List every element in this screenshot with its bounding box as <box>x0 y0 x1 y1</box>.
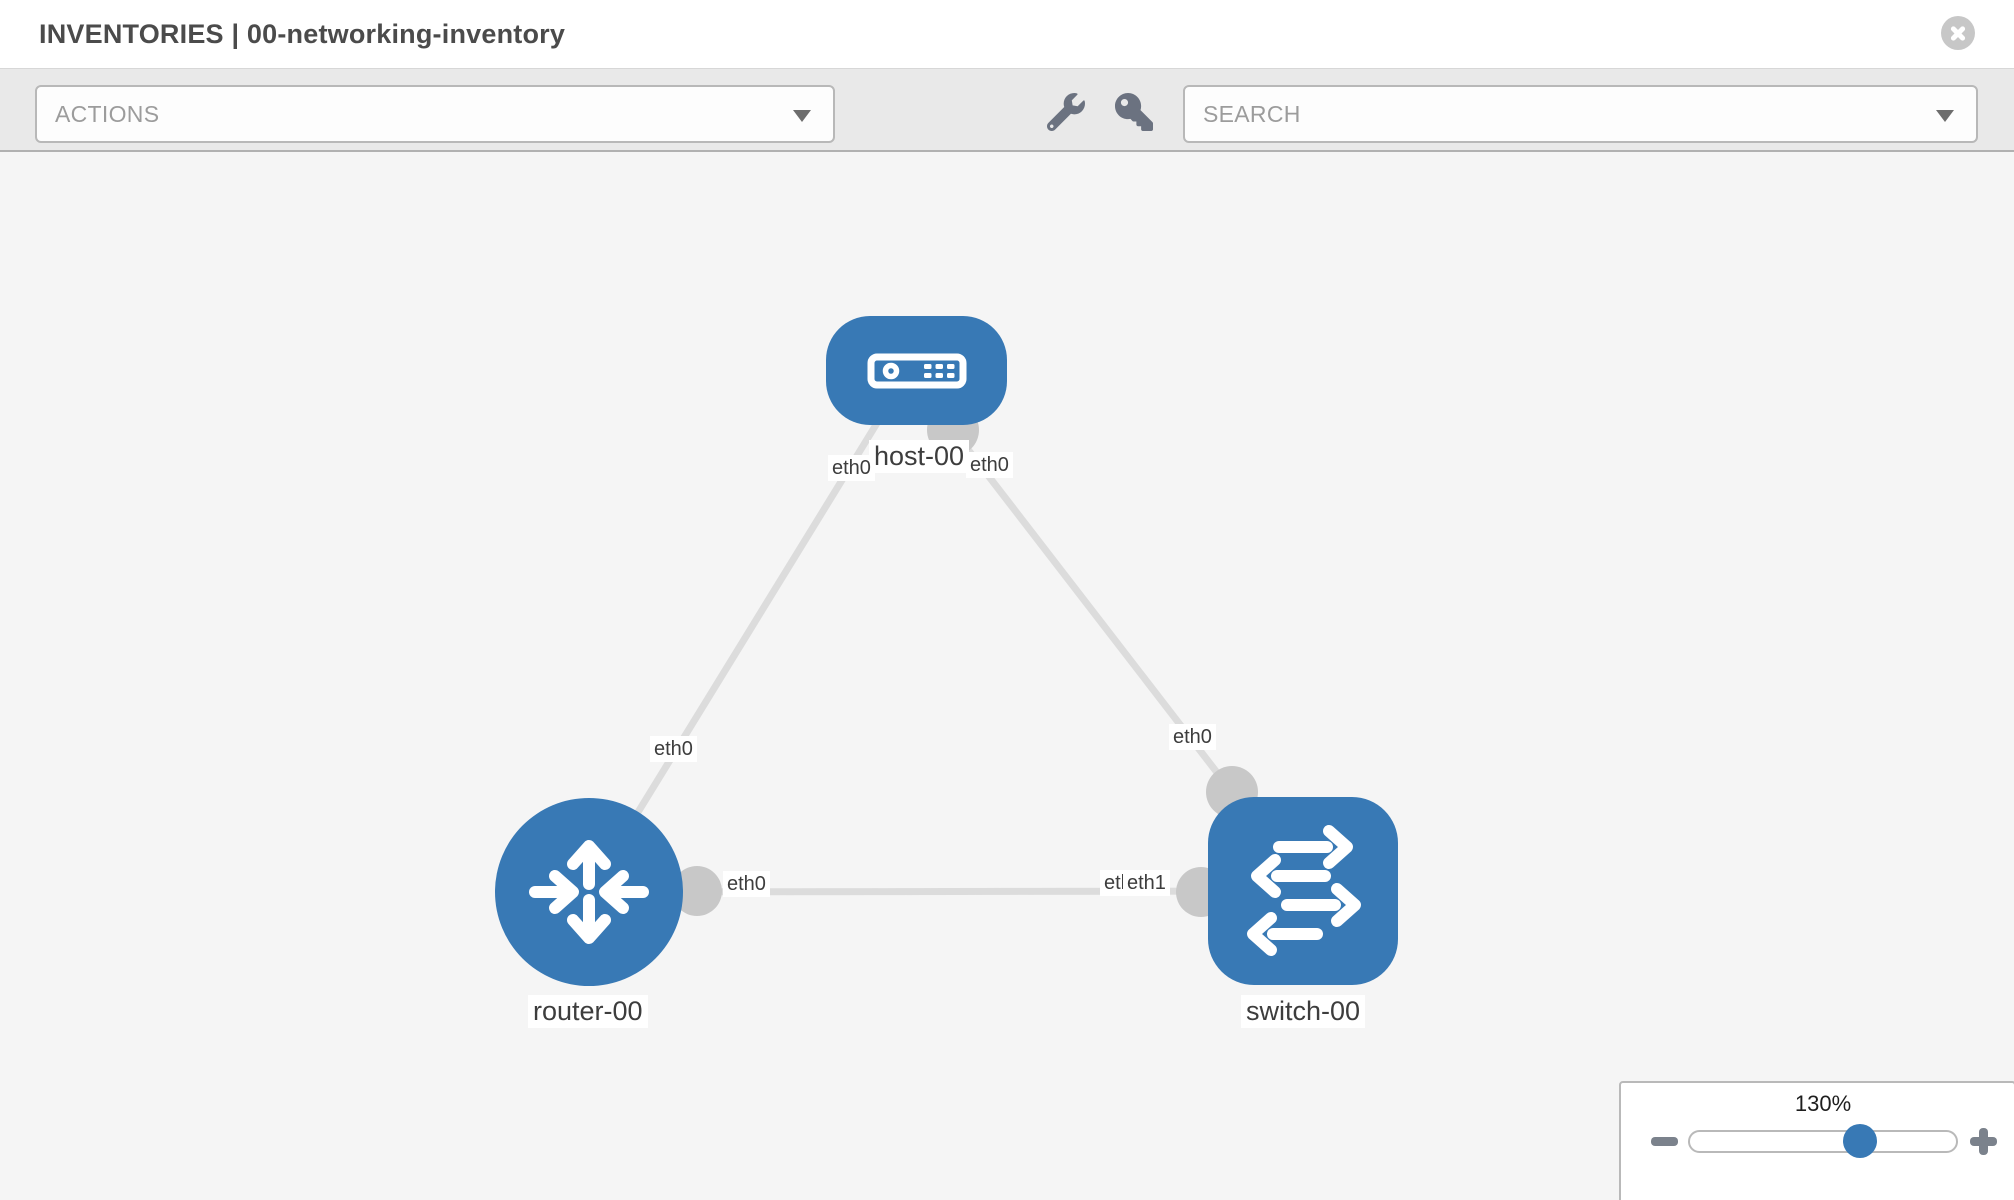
zoom-panel: 130% <box>1619 1081 2014 1200</box>
chevron-down-icon <box>1936 110 1954 122</box>
key-icon <box>1115 93 1153 131</box>
search-dropdown[interactable]: SEARCH <box>1183 85 1978 143</box>
zoom-slider[interactable] <box>1688 1124 1958 1158</box>
interface-label: eth0 <box>650 736 697 762</box>
interface-label: eth0 <box>1169 724 1216 750</box>
node-label-router: router-00 <box>528 995 648 1029</box>
topology-canvas[interactable]: host-00 router-00 switch-00 eth0 eth0 et… <box>0 152 2014 1200</box>
zoom-out-button[interactable] <box>1651 1137 1678 1146</box>
breadcrumb-section: INVENTORIES <box>39 19 224 49</box>
breadcrumb-separator: | <box>231 19 240 49</box>
node-host-00[interactable] <box>826 316 1007 425</box>
node-label-host: host-00 <box>869 440 970 474</box>
actions-dropdown[interactable]: ACTIONS <box>35 85 835 143</box>
interface-label: eth0 <box>723 871 770 897</box>
toolbar: ACTIONS SEARCH <box>0 68 2014 152</box>
node-router-00[interactable] <box>495 798 683 986</box>
host-icon <box>867 353 966 388</box>
interface-label: eth0 <box>828 455 875 481</box>
wrench-icon <box>1046 93 1085 132</box>
header: INVENTORIES | 00-networking-inventory <box>0 0 2014 68</box>
wrench-button[interactable] <box>1046 93 1085 132</box>
plus-icon <box>1979 1128 1988 1155</box>
close-button[interactable] <box>1941 16 1975 50</box>
search-dropdown-label: SEARCH <box>1203 101 1301 127</box>
interface-label: eth0 <box>966 452 1013 478</box>
link-host-router <box>586 400 893 894</box>
actions-dropdown-label: ACTIONS <box>55 101 160 127</box>
interface-label: eth1 <box>1123 870 1170 896</box>
zoom-in-button[interactable] <box>1970 1128 1997 1155</box>
breadcrumb: INVENTORIES | 00-networking-inventory <box>39 0 565 68</box>
breadcrumb-inventory-name: 00-networking-inventory <box>246 19 566 49</box>
zoom-value: 130% <box>1794 1091 1852 1116</box>
key-button[interactable] <box>1115 93 1153 131</box>
link-layer <box>586 400 1304 896</box>
chevron-down-icon <box>793 110 811 122</box>
zoom-slider-handle[interactable] <box>1843 1124 1878 1158</box>
node-switch-00[interactable] <box>1208 797 1398 985</box>
node-label-switch: switch-00 <box>1241 995 1366 1029</box>
router-icon <box>529 840 649 944</box>
switch-icon <box>1247 825 1361 956</box>
